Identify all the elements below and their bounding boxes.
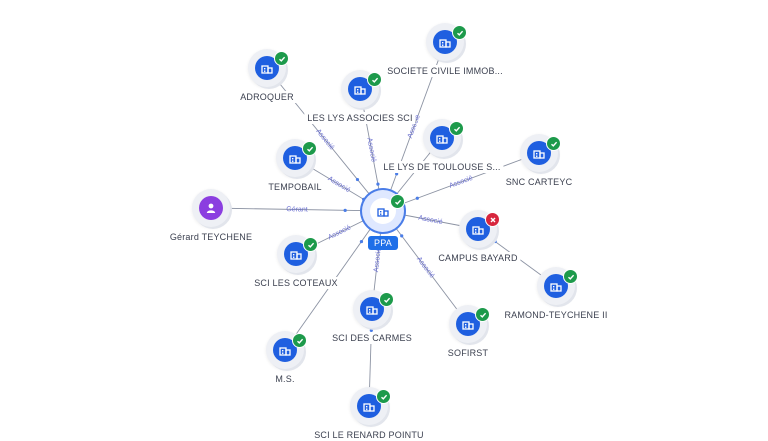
edge-label: Associé [418,215,443,226]
edge-arrow [395,172,399,176]
check-icon [449,121,464,136]
node-label[interactable]: LES LYS ASSOCIES SCI [304,112,416,124]
building-icon [360,297,384,321]
node-label[interactable]: SCI LES COTEAUX [251,277,341,289]
edge-gerard-ppa [210,207,384,212]
check-icon [452,25,467,40]
node-label[interactable]: PPA [368,236,398,250]
edge-sofirst-ppa [382,210,469,325]
edge-arrow [376,182,380,186]
check-icon [303,237,318,252]
node-label[interactable]: Gérard TEYCHENE [166,231,256,243]
check-icon [376,389,391,404]
edge-arrow [355,177,360,182]
building-icon [433,30,457,54]
node-label[interactable]: ADROQUER [237,91,297,103]
check-icon [475,307,490,322]
edge-arrow [343,208,347,212]
edge-label: Associé [365,137,376,162]
node-label[interactable]: CAMPUS BAYARD [435,252,521,264]
check-icon [367,72,382,87]
person-icon [199,196,223,220]
building-icon [284,242,308,266]
edge-arrow [493,239,497,244]
check-icon [390,194,405,209]
node-label[interactable]: SCI DES CARMES [329,332,415,344]
check-icon [274,51,289,66]
edge-label: Associé [373,247,383,272]
check-icon [292,333,307,348]
cross-icon [485,212,500,227]
edge-snc-carteyc-ppa [382,152,540,212]
edge-arrow [369,328,373,332]
node-label[interactable]: M.S. [272,373,298,385]
edge-arrow [415,196,419,200]
check-icon [563,269,578,284]
node-label[interactable]: RAMOND-TEYCHENE II [501,309,611,321]
node-label[interactable]: SNC CARTEYC [502,176,576,188]
node-label[interactable]: SOFIRST [444,347,492,359]
node-label[interactable]: SCI LE RENARD POINTU [311,429,427,441]
check-icon [302,141,317,156]
edge-arrow [359,239,364,244]
edge-label: Gérant [286,206,308,213]
node-layer: PPA ADROQUER LES LYS ASSOCIES SCI SOCIETE C… [166,23,611,440]
edge-arrow [400,234,404,238]
check-icon [546,136,561,151]
check-icon [379,292,394,307]
node-label[interactable]: LE LYS DE TOULOUSE S... [380,161,504,173]
node-label[interactable]: SOCIETE CIVILE IMMOB... [384,65,506,77]
node-label[interactable]: TEMPOBAIL [265,181,325,193]
